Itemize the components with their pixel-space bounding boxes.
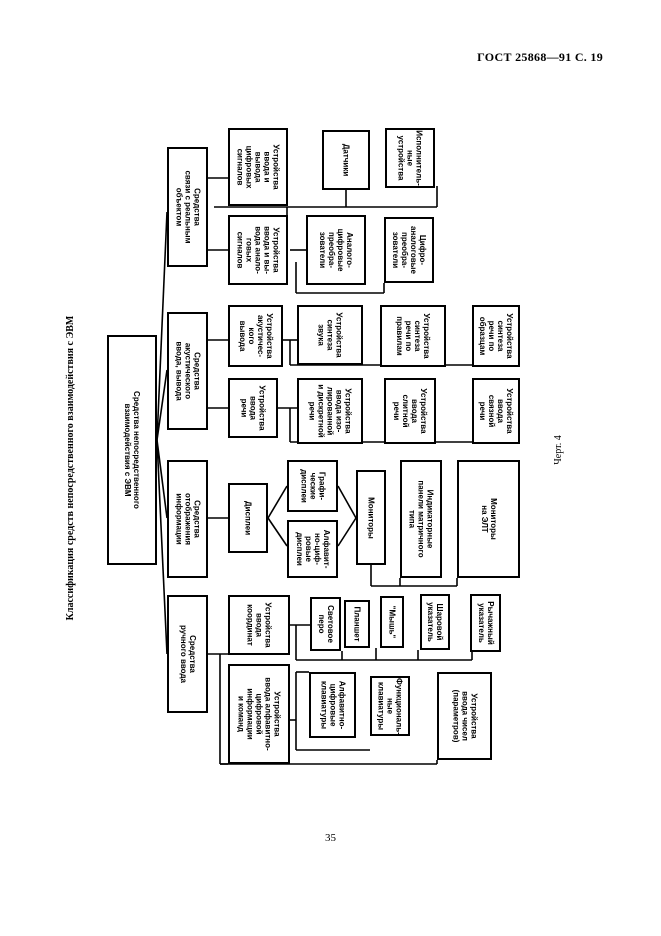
node-monitors: Мониторы: [356, 470, 386, 565]
node-adc-label: Аналого- цифровые преобра- зователи: [318, 228, 354, 272]
node-joystick: Рычажный указатель: [470, 594, 501, 652]
node-num-input-label: Устройства ввода чисел (параметров): [451, 689, 478, 743]
node-rule-synth-label: Устройства синтеза речи по правилам: [395, 313, 431, 359]
node-crt-monitors-label: Мониторы на ЭЛТ: [479, 498, 498, 540]
node-sound-synth: Устройства синтеза звука: [297, 305, 363, 365]
node-tablet: Планшет: [344, 600, 370, 648]
node-tablet-label: Планшет: [352, 606, 362, 642]
node-joystick-label: Рычажный указатель: [476, 601, 495, 645]
node-actuators-label: Исполнитель- ные устройства: [396, 130, 424, 186]
node-analog-io: Устройства ввода и вы- вода анало- говых…: [228, 215, 288, 285]
node-discrete-speech-label: Устройства ввода изо- лированной и дискр…: [307, 384, 353, 438]
node-coord-input: Устройства ввода координат: [228, 595, 290, 655]
node-alnum-input-label: Устройства ввода алфавитно- цифровой инф…: [236, 677, 282, 751]
category-real-object-label: Средства связи с реальным объектом: [174, 170, 201, 244]
node-graphic-displays-label: Графи- ческие дисплеи: [299, 469, 326, 503]
node-func-keyboards-label: Функциональ- ные клавиатуры: [376, 678, 404, 735]
node-discrete-speech: Устройства ввода изо- лированной и дискр…: [297, 378, 363, 444]
category-acoustic-label: Средства акустического ввода, вывода: [174, 341, 201, 401]
node-coord-input-label: Устройства ввода координат: [245, 602, 273, 648]
node-alnum-displays: Алфавит- но-циф- ровые дисплеи: [287, 520, 338, 578]
node-func-keyboards: Функциональ- ные клавиатуры: [370, 676, 410, 736]
node-alnum-displays-label: Алфавит- но-циф- ровые дисплеи: [294, 529, 331, 569]
node-indicator-panels: Индикаторные панели матричного типа: [400, 460, 442, 578]
node-trackball: Шаровой указатель: [420, 594, 450, 650]
node-connected-speech: Устройства ввода связной речи: [472, 378, 520, 444]
node-rule-synth: Устройства синтеза речи по правилам: [380, 305, 446, 367]
node-graphic-displays: Графи- ческие дисплеи: [287, 460, 338, 512]
root-node: Средства непосредственного взаимодействи…: [107, 335, 157, 565]
node-mouse: "Мышь": [380, 596, 404, 648]
node-acoustic-output-label: Устройства акустичес- кого вывода: [237, 313, 274, 359]
node-displays-label: Дисплеи: [243, 500, 253, 536]
page-number: 35: [325, 832, 336, 844]
node-sample-synth-label: Устройства синтеза речи по образцам: [478, 313, 514, 359]
node-analog-io-label: Устройства ввода и вы- вода анало- говых…: [235, 226, 281, 274]
category-display: Средства отображения информации: [167, 460, 208, 578]
node-actuators: Исполнитель- ные устройства: [385, 128, 435, 188]
node-speech-input-label: Устройства ввода речи: [239, 385, 267, 431]
node-mouse-label: "Мышь": [387, 605, 397, 639]
node-alnum-keyboards: Алфавитно- цифровые клавиатуры: [309, 672, 356, 738]
node-digital-io-label: Устройства ввода и вывода цифровых сигна…: [235, 144, 281, 190]
category-manual-input: Средства ручного ввода: [167, 595, 208, 713]
node-sound-synth-label: Устройства синтеза звука: [316, 312, 344, 358]
node-acoustic-output: Устройства акустичес- кого вывода: [228, 305, 283, 367]
node-sample-synth: Устройства синтеза речи по образцам: [472, 305, 520, 367]
document-header: ГОСТ 25868—91 С. 19: [477, 50, 603, 64]
node-alnum-input: Устройства ввода алфавитно- цифровой инф…: [228, 664, 290, 764]
node-speech-input: Устройства ввода речи: [228, 378, 278, 438]
node-connected-speech-label: Устройства ввода связной речи: [478, 388, 514, 434]
node-trackball-label: Шаровой указатель: [426, 602, 444, 642]
node-indicator-panels-label: Индикаторные панели матричного типа: [407, 480, 435, 558]
node-adc: Аналого- цифровые преобра- зователи: [306, 215, 366, 285]
node-num-input: Устройства ввода чисел (параметров): [437, 672, 492, 760]
node-sensors-label: Датчики: [341, 143, 351, 177]
node-continuous-speech-label: Устройства ввода слитной речи: [392, 388, 428, 434]
root-node-label: Средства непосредственного взаимодействи…: [123, 391, 141, 509]
category-acoustic: Средства акустического ввода, вывода: [167, 312, 208, 430]
node-displays: Дисплеи: [228, 483, 268, 553]
node-monitors-label: Мониторы: [366, 496, 376, 539]
node-light-pen: Световое перо: [310, 597, 341, 651]
node-light-pen-label: Световое перо: [316, 605, 335, 643]
category-display-label: Средства отображения информации: [174, 492, 201, 546]
node-dac-label: Цифро- аналоговые преобра- зователи: [391, 226, 427, 274]
node-alnum-keyboards-label: Алфавитно- цифровые клавиатуры: [319, 680, 346, 730]
node-dac: Цифро- аналоговые преобра- зователи: [384, 217, 434, 283]
category-manual-input-label: Средства ручного ввода: [178, 625, 197, 683]
node-continuous-speech: Устройства ввода слитной речи: [384, 378, 436, 444]
category-real-object: Средства связи с реальным объектом: [167, 147, 208, 267]
node-digital-io: Устройства ввода и вывода цифровых сигна…: [228, 128, 288, 206]
node-crt-monitors: Мониторы на ЭЛТ: [457, 460, 520, 578]
node-sensors: Датчики: [322, 130, 370, 190]
